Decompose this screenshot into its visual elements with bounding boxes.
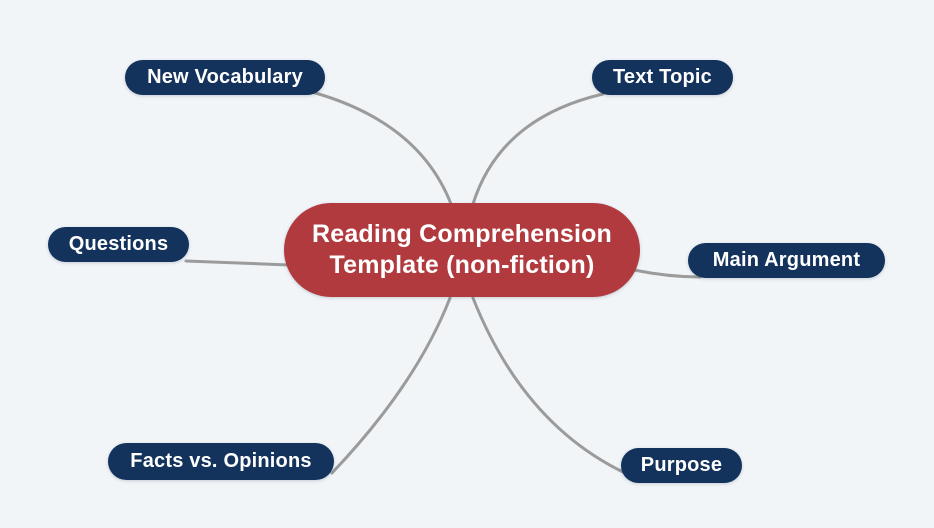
node-purpose[interactable]: Purpose	[621, 448, 742, 483]
node-label: Purpose	[640, 454, 723, 476]
node-label: Questions	[68, 233, 169, 255]
node-label: Main Argument	[712, 249, 861, 271]
node-label: New Vocabulary	[147, 66, 303, 88]
connector-purpose	[471, 296, 627, 475]
connector-text-topic	[471, 92, 605, 206]
node-text-topic[interactable]: Text Topic	[592, 60, 733, 95]
node-facts-vs-opinions[interactable]: Facts vs. Opinions	[108, 443, 334, 480]
node-label: Facts vs. Opinions	[130, 450, 312, 472]
center-node-label-line1: Reading Comprehension	[311, 220, 613, 248]
node-new-vocabulary[interactable]: New Vocabulary	[125, 60, 325, 95]
connector-facts-vs-opinions	[330, 296, 452, 475]
connector-questions	[184, 259, 291, 267]
node-questions[interactable]: Questions	[48, 227, 189, 262]
connector-new-vocabulary	[310, 90, 453, 206]
center-node-label-line2: Template (non-fiction)	[329, 251, 595, 279]
node-label: Text Topic	[612, 66, 713, 88]
connector-main-argument	[632, 268, 702, 279]
center-node[interactable]: Reading Comprehension Template (non-fict…	[284, 203, 640, 297]
node-main-argument[interactable]: Main Argument	[688, 243, 885, 278]
